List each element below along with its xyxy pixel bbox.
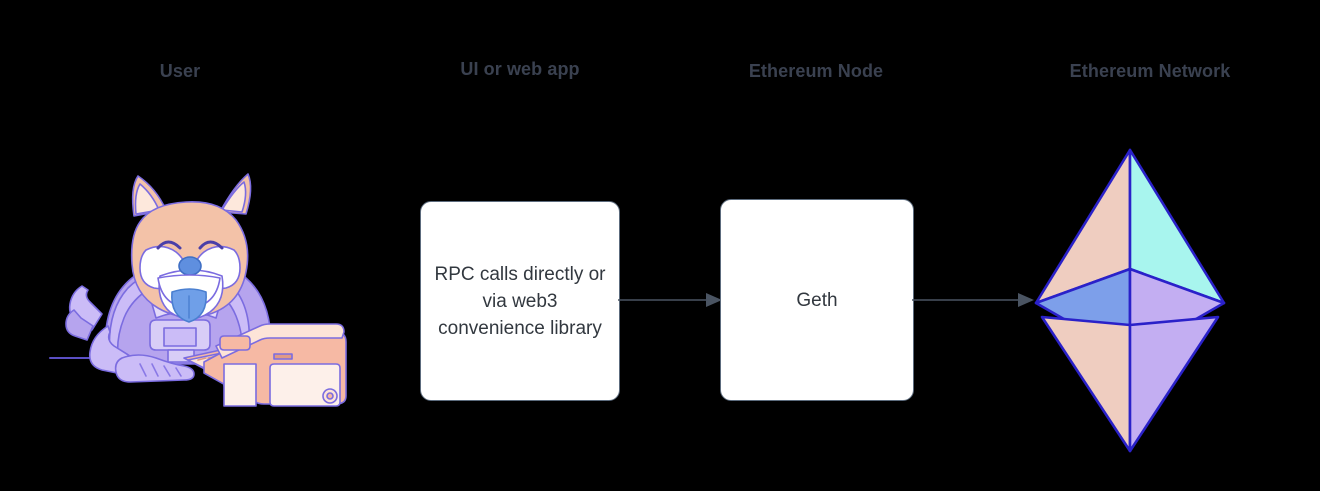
process-box-geth[interactable]: Geth: [720, 199, 914, 401]
process-box-rpc-calls[interactable]: RPC calls directly or via web3 convenien…: [420, 201, 620, 401]
shiba-astronaut-at-computer-icon: [49, 173, 347, 407]
column-header-user: User: [159, 61, 201, 81]
process-box-geth-label: Geth: [796, 289, 838, 311]
column-header-ui-or-web-app: UI or web app: [460, 59, 580, 79]
process-box-rpc-calls-label: RPC calls directly or via web3 convenien…: [434, 263, 606, 339]
arrow-geth-to-ethereum-network: [912, 293, 1034, 307]
ethereum-diamond-icon: [1034, 148, 1226, 453]
ethereum-network-logo: [1030, 145, 1230, 462]
arrow-rpc-to-geth: [618, 293, 722, 307]
user-mascot-illustration: [48, 168, 368, 413]
column-header-ethereum-network: Ethereum Network: [1069, 61, 1231, 81]
column-header-ethereum-node: Ethereum Node: [748, 61, 884, 81]
